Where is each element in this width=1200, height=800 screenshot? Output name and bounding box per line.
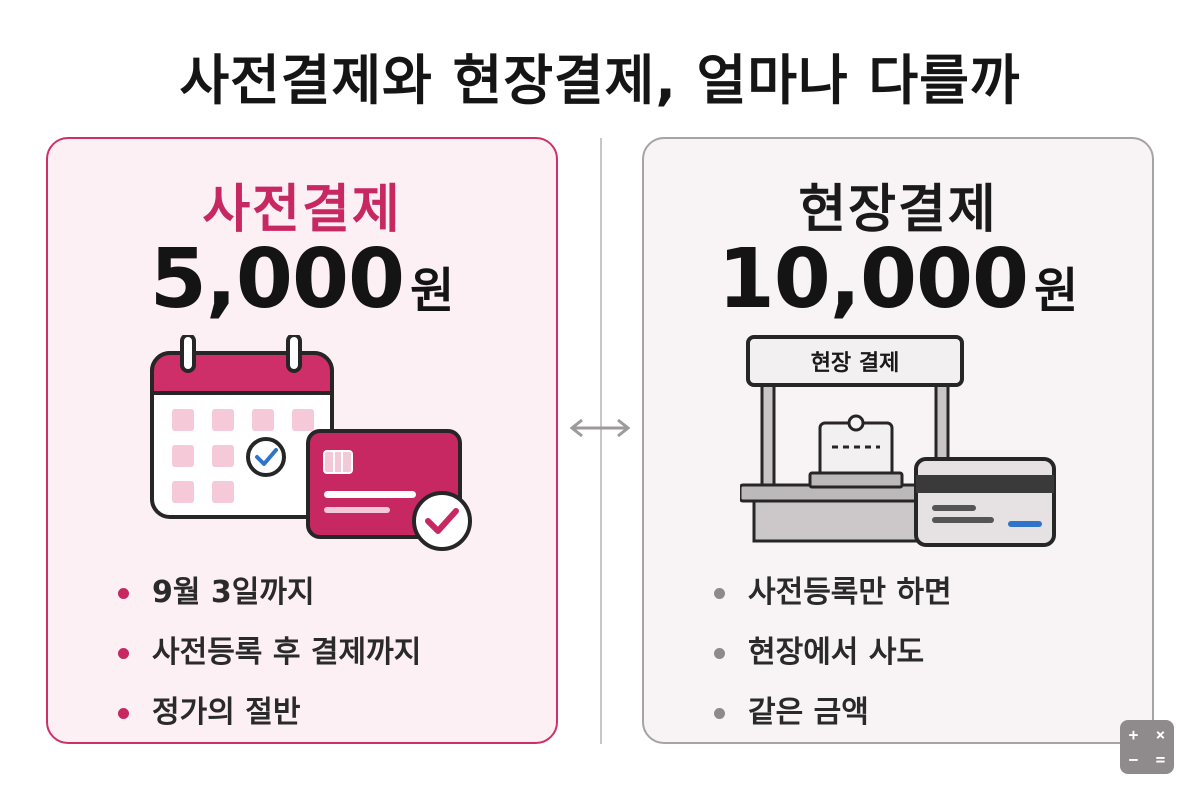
bullet-dot <box>118 708 129 719</box>
bullet-dot <box>714 708 725 719</box>
onsite-bullet-list: 사전등록만 하면 현장에서 사도 같은 금액 <box>712 563 952 743</box>
list-item: 현장에서 사도 <box>712 623 952 683</box>
credit-card-icon <box>914 457 1056 547</box>
list-item: 9월 3일까지 <box>116 563 421 623</box>
center-divider <box>600 138 602 744</box>
onsite-title: 현장결제 <box>798 180 998 240</box>
calculator-icon: + × − = <box>1120 720 1174 774</box>
double-arrow-icon <box>569 418 631 438</box>
check-circle-icon <box>412 491 472 551</box>
list-item: 같은 금액 <box>712 683 952 743</box>
calendar-icon <box>150 335 334 519</box>
ticket-icon <box>808 414 904 489</box>
list-item: 정가의 절반 <box>116 683 421 743</box>
onsite-illustration: 현장 결제 <box>740 335 1056 547</box>
prepay-illustration <box>150 335 472 551</box>
list-item: 사전등록 후 결제까지 <box>116 623 421 683</box>
bullet-dot <box>714 648 725 659</box>
bullet-dot <box>714 588 725 599</box>
prepay-price-amount: 5,000 <box>149 232 405 327</box>
prepay-bullet-list: 9월 3일까지 사전등록 후 결제까지 정가의 절반 <box>116 563 421 743</box>
headline: 사전결제와 현장결제, 얼마나 다를까 <box>179 49 1021 112</box>
onsite-price-unit: 원 <box>1034 263 1079 319</box>
prepay-title: 사전결제 <box>202 180 402 240</box>
booth-sign-text: 현장 결제 <box>811 351 900 376</box>
onsite-price-amount: 10,000 <box>717 232 1029 327</box>
bullet-dot <box>118 588 129 599</box>
prepay-price-unit: 원 <box>410 263 455 319</box>
bullet-dot <box>118 648 129 659</box>
list-item: 사전등록만 하면 <box>712 563 952 623</box>
